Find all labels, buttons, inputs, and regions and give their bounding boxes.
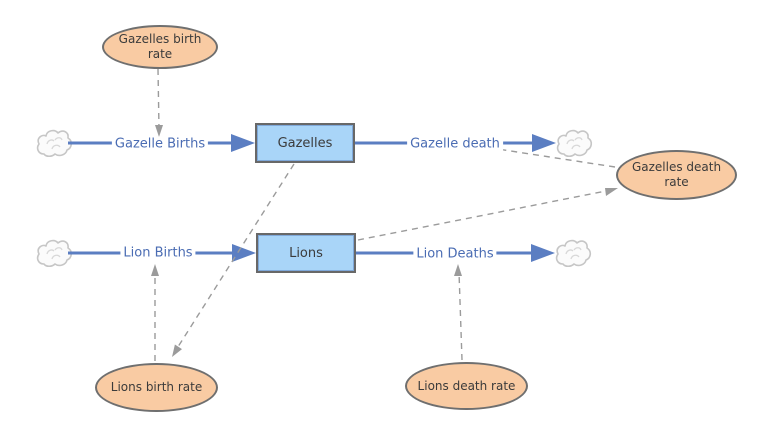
cloud-icon[interactable]	[555, 239, 592, 268]
flow-label-gazelle-death[interactable]: Gazelle death	[407, 136, 503, 152]
link-gazelles-to-lions-birth-rate[interactable]	[175, 163, 295, 351]
converter-label: Lions death rate	[417, 378, 516, 393]
flow-arrowhead-icon	[231, 134, 255, 152]
flow-arrowhead-icon	[532, 134, 556, 152]
flow-label-lion-births[interactable]: Lion Births	[120, 245, 196, 261]
link-arrowhead-icon	[155, 125, 163, 137]
cloud-icon[interactable]	[556, 129, 593, 158]
flow-label-gazelle-births[interactable]: Gazelle Births	[111, 136, 209, 152]
link-arrowhead-icon	[454, 264, 462, 276]
converter-label: Lions birth rate	[110, 380, 203, 394]
stock-label: Gazelles	[277, 135, 333, 151]
converter-gazelles-birth-rate[interactable]: Gazelles birth rate	[102, 25, 218, 69]
converter-gazelles-death-rate[interactable]: Gazelles death rate	[616, 150, 737, 200]
flow-arrowhead-icon	[531, 244, 555, 262]
converter-label: Gazelles death rate	[631, 160, 722, 189]
link-lions-death-rate-to-lion-deaths[interactable]	[458, 271, 463, 361]
converter-lions-death-rate[interactable]: Lions death rate	[405, 362, 528, 410]
flow-label-lion-deaths[interactable]: Lion Deaths	[413, 246, 497, 262]
link-arrowhead-icon	[172, 344, 182, 357]
cloud-icon[interactable]	[36, 239, 73, 268]
link-arrowhead-icon	[151, 264, 159, 276]
stock-gazelles[interactable]: Gazelles	[255, 123, 355, 163]
stock-label: Lions	[289, 245, 323, 261]
flow-arrowhead-icon	[232, 244, 256, 262]
converter-label: Gazelles birth rate	[118, 32, 202, 61]
link-lions-to-gazelles-death-rate[interactable]	[357, 190, 607, 241]
link-gazelles-birth-rate-to-gazelle-births[interactable]	[157, 68, 160, 130]
stock-lions[interactable]: Lions	[256, 233, 356, 273]
cloud-icon[interactable]	[36, 129, 73, 158]
converter-lions-birth-rate[interactable]: Lions birth rate	[95, 363, 218, 412]
link-arrowhead-icon	[605, 188, 618, 196]
